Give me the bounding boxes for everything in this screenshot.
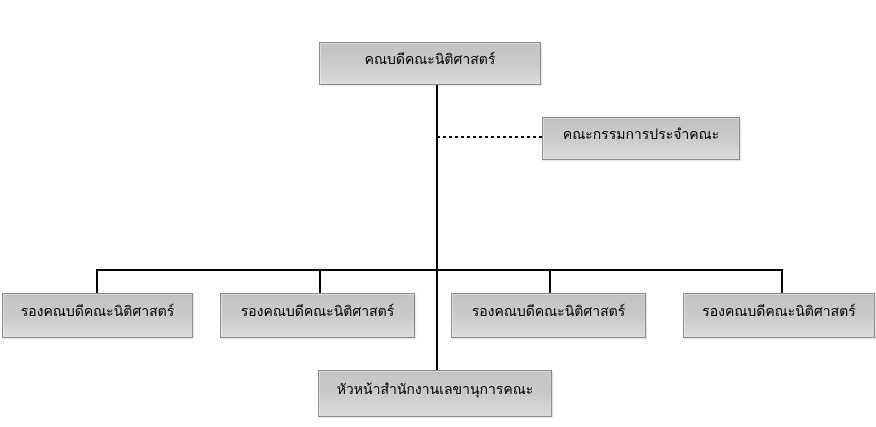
node-vice-dean-4[interactable]: รองคณบดีคณะนิติศาสตร์ [683,293,875,338]
node-committee-label: คณะกรรมการประจำคณะ [562,126,720,143]
node-dean-label: คณบดีคณะนิติศาสตร์ [364,51,496,68]
node-dean[interactable]: คณบดีคณะนิติศาสตร์ [319,42,541,85]
node-vice-dean-4-label: รองคณบดีคณะนิติศาสตร์ [702,303,856,320]
connector-rail-horizontal [96,269,783,271]
node-vice-dean-1[interactable]: รองคณบดีคณะนิติศาสตร์ [2,293,193,338]
node-vice-dean-2[interactable]: รองคณบดีคณะนิติศาสตร์ [220,293,415,338]
node-vice-dean-3[interactable]: รองคณบดีคณะนิติศาสตร์ [451,293,646,338]
connector-drop-vice-dean-4 [781,269,783,294]
connector-dashed-committee [437,136,542,138]
node-secretary[interactable]: หัวหน้าสำนักงานเลขานุการคณะ [318,370,552,417]
node-vice-dean-3-label: รองคณบดีคณะนิติศาสตร์ [471,303,626,320]
connector-drop-vice-dean-2 [319,269,321,294]
connector-main-vertical [436,85,438,370]
node-vice-dean-2-label: รองคณบดีคณะนิติศาสตร์ [240,303,395,320]
node-committee[interactable]: คณะกรรมการประจำคณะ [542,117,740,160]
connector-drop-vice-dean-3 [549,269,551,294]
node-secretary-label: หัวหน้าสำนักงานเลขานุการคณะ [336,381,534,398]
node-vice-dean-1-label: รองคณบดีคณะนิติศาสตร์ [20,303,175,320]
connector-drop-vice-dean-1 [96,269,98,294]
